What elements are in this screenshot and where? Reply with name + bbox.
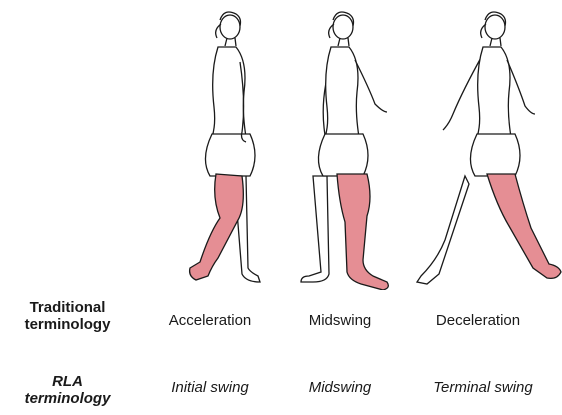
rla-label-line1: RLA <box>0 373 135 390</box>
traditional-label-line1: Traditional <box>0 299 135 316</box>
rla-terminology-label: RLA terminology <box>0 373 135 407</box>
rla-phase-3: Terminal swing <box>418 379 548 397</box>
gait-swing-phase-figures <box>0 0 562 290</box>
figure-acceleration <box>190 12 260 282</box>
figure-deceleration <box>417 12 561 284</box>
rla-phase-2: Midswing <box>290 379 390 397</box>
traditional-phase-1: Acceleration <box>150 312 270 330</box>
rla-label-line2: terminology <box>0 390 135 407</box>
traditional-label-line2: terminology <box>0 316 135 333</box>
figure-midswing <box>301 12 388 290</box>
traditional-phase-3: Deceleration <box>418 312 538 330</box>
traditional-terminology-label: Traditional terminology <box>0 299 135 333</box>
traditional-phase-2: Midswing <box>290 312 390 330</box>
rla-phase-1: Initial swing <box>150 379 270 397</box>
